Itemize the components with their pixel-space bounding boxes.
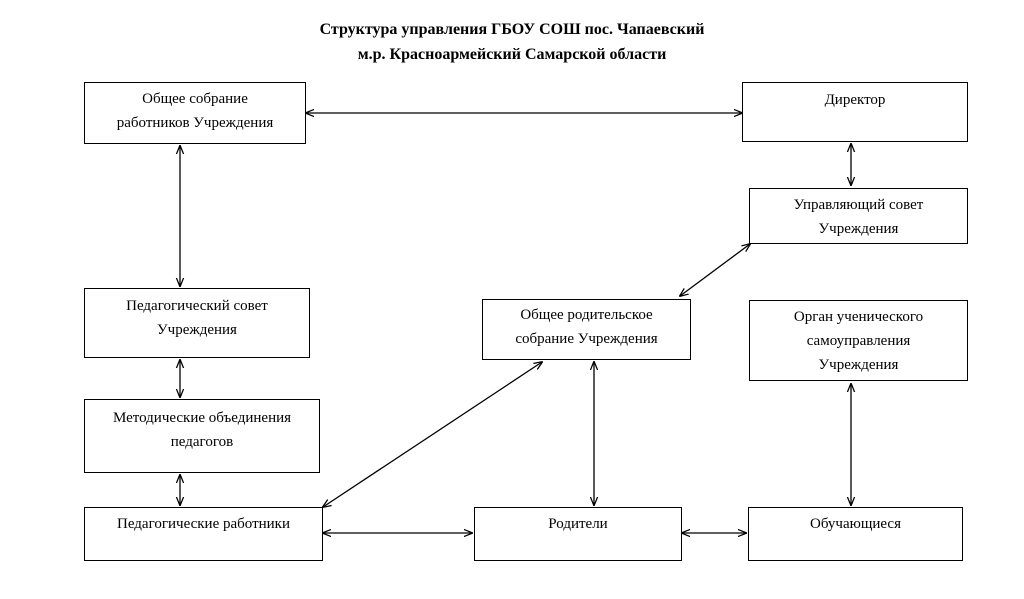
node-teachers: Педагогические работники (84, 507, 323, 561)
node-student-government-line-1: Орган ученического (793, 309, 924, 325)
node-parent-meeting: Общее родительское собрание Учреждения (482, 299, 691, 360)
node-director: Директор (742, 82, 968, 142)
node-parent-meeting-line-2: собрание Учреждения (515, 331, 658, 347)
node-teachers-line-1: Педагогические работники (116, 516, 290, 532)
diagram-title-line-2: м.р. Красноармейский Самарской области (357, 46, 667, 63)
diagram-title-line-1: Структура управления ГБОУ СОШ пос. Чапае… (319, 21, 705, 38)
node-students: Обучающиеся (748, 507, 963, 561)
node-pedagogical-council-line-2: Учреждения (157, 322, 237, 338)
node-governing-council-line-1: Управляющий совет (793, 197, 924, 213)
node-pedagogical-council-line-1: Педагогический совет (126, 298, 268, 314)
node-general-meeting-line-1: Общее собрание (142, 91, 248, 107)
node-parent-meeting-line-1: Общее родительское (520, 307, 653, 323)
node-student-government-line-3: Учреждения (818, 357, 899, 373)
node-governing-council-line-2: Учреждения (818, 221, 899, 237)
node-general-meeting-line-2: работников Учреждения (116, 115, 274, 131)
node-parents-line-1: Родители (548, 516, 608, 532)
node-parents: Родители (474, 507, 682, 561)
node-students-line-1: Обучающиеся (810, 516, 901, 532)
node-director-line-1: Директор (824, 92, 886, 108)
arrow-governing-council-parent-meeting (680, 244, 750, 296)
node-methodical-associations-line-2: педагогов (170, 434, 234, 450)
node-student-government: Орган ученического самоуправления Учрежд… (749, 300, 968, 381)
node-student-government-line-2: самоуправления (806, 333, 911, 349)
node-governing-council: Управляющий совет Учреждения (749, 188, 968, 244)
node-pedagogical-council: Педагогический совет Учреждения (84, 288, 310, 358)
node-methodical-associations: Методические объединения педагогов (84, 399, 320, 473)
arrow-parent-meeting-teachers (323, 362, 542, 507)
node-methodical-associations-line-1: Методические объединения (112, 410, 292, 426)
node-general-meeting: Общее собрание работников Учреждения (84, 82, 306, 144)
